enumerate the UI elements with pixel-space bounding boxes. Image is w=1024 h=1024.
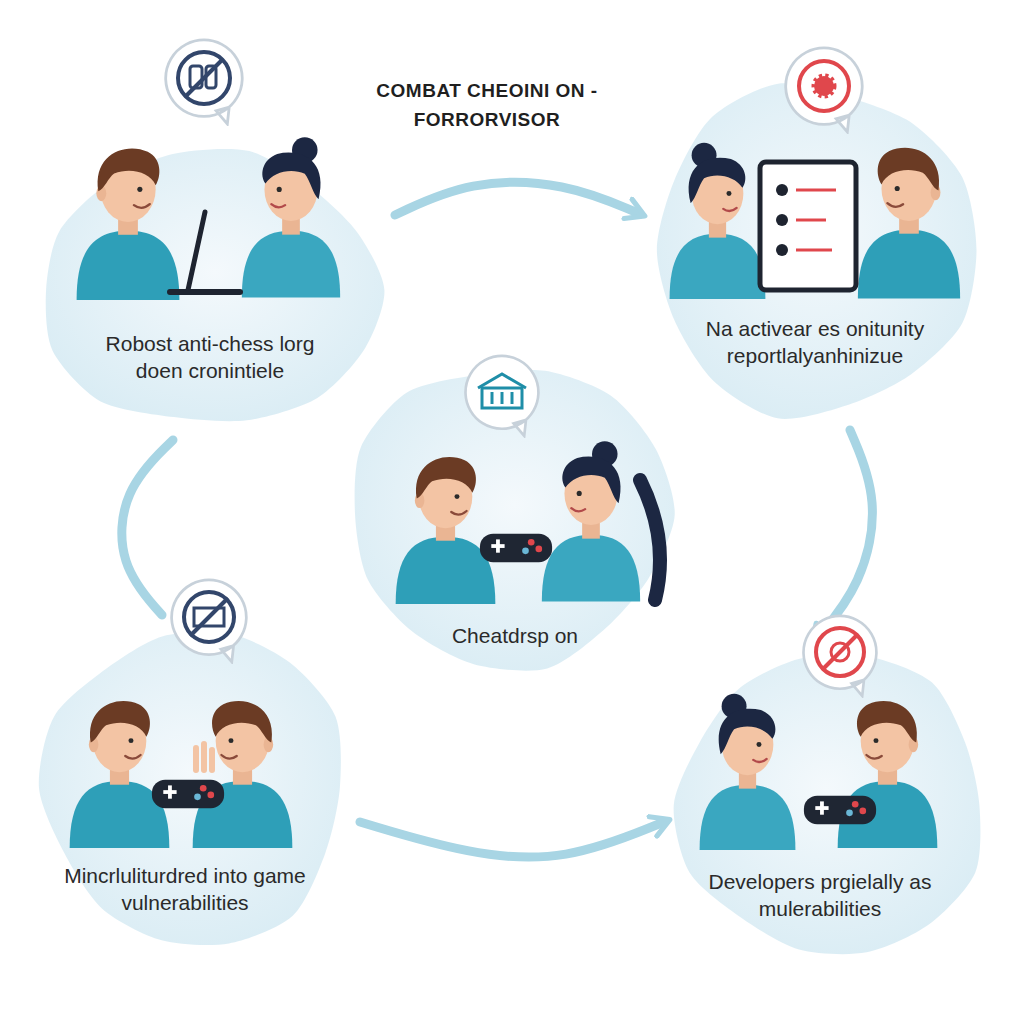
scene-controller-pair bbox=[70, 580, 293, 848]
prohibit-icon bbox=[799, 61, 849, 111]
topic-bubble: Na activear es onitunity reportlalyanhin… bbox=[640, 70, 990, 430]
bubble-caption: Developers prgielally as mulerabilities bbox=[685, 868, 955, 923]
person-figure bbox=[193, 701, 293, 848]
bubble-outline bbox=[665, 640, 1000, 970]
prohibit-icon bbox=[184, 592, 234, 642]
scene-gaming-pair bbox=[396, 356, 660, 604]
person-figure bbox=[242, 137, 340, 297]
scene-tablet-pair bbox=[670, 48, 961, 299]
speech-bubble bbox=[804, 616, 877, 696]
tablet-device bbox=[760, 162, 856, 290]
bubble-outline bbox=[25, 140, 395, 440]
game-controller bbox=[804, 796, 876, 825]
topic-bubble: Developers prgielally as mulerabilities bbox=[665, 640, 1000, 970]
bubble-caption: Mincrluliturdred into game vulnerabiliti… bbox=[60, 862, 310, 917]
person-figure bbox=[70, 701, 170, 848]
speech-bubble bbox=[166, 40, 243, 124]
laptop-base bbox=[170, 289, 240, 295]
bubble-caption: Cheatdrsp on bbox=[395, 622, 635, 649]
diagram-title: COMBAT CHEOINI ON - FORRORVISOR bbox=[357, 76, 617, 135]
person-figure bbox=[77, 148, 180, 300]
raised-hand bbox=[196, 744, 212, 770]
prohibit-slash bbox=[186, 60, 222, 96]
person-figure bbox=[396, 457, 496, 604]
speech-bubble bbox=[466, 356, 539, 436]
bubble-caption: Robost anti-chess lorg doen cronintiele bbox=[95, 330, 325, 385]
game-controller bbox=[480, 534, 552, 563]
building-icon bbox=[482, 388, 522, 408]
person-figure bbox=[542, 441, 640, 601]
speech-bubble bbox=[786, 48, 863, 132]
topic-bubble: Robost anti-chess lorg doen cronintiele bbox=[25, 140, 395, 440]
topic-bubble: Cheatdrsp on bbox=[335, 350, 685, 680]
prohibit-icon bbox=[178, 52, 230, 104]
bug-icon bbox=[831, 643, 849, 661]
speech-bubble bbox=[172, 580, 247, 662]
laptop-screen bbox=[188, 212, 205, 290]
bubble-shape bbox=[46, 149, 385, 421]
chest-icon bbox=[194, 608, 224, 626]
person-figure bbox=[838, 701, 938, 848]
bubble-shape bbox=[39, 631, 341, 945]
topic-bubble: Mincrluliturdred into game vulnerabiliti… bbox=[30, 615, 360, 960]
cycle-arrow bbox=[816, 430, 873, 640]
device-icon bbox=[190, 66, 202, 88]
bubble-shape bbox=[355, 370, 675, 671]
person-figure bbox=[700, 694, 796, 850]
person-figure bbox=[670, 143, 766, 299]
virus-icon bbox=[814, 76, 834, 96]
bubble-outline bbox=[640, 70, 990, 430]
bubble-shape bbox=[657, 83, 977, 419]
bubble-caption: Na activear es onitunity reportlalyanhin… bbox=[675, 315, 955, 370]
prohibit-icon bbox=[816, 628, 864, 676]
cycle-arrow bbox=[360, 822, 665, 858]
cycle-arrow bbox=[122, 440, 173, 615]
cycle-arrow bbox=[395, 182, 640, 215]
scene-developer-pair bbox=[700, 616, 938, 850]
bubble-shape bbox=[674, 655, 981, 955]
game-controller bbox=[152, 780, 224, 809]
device-icon bbox=[206, 66, 216, 88]
scene-laptop-pair bbox=[77, 40, 341, 300]
person-figure bbox=[858, 148, 960, 299]
hair-strand bbox=[640, 480, 660, 600]
